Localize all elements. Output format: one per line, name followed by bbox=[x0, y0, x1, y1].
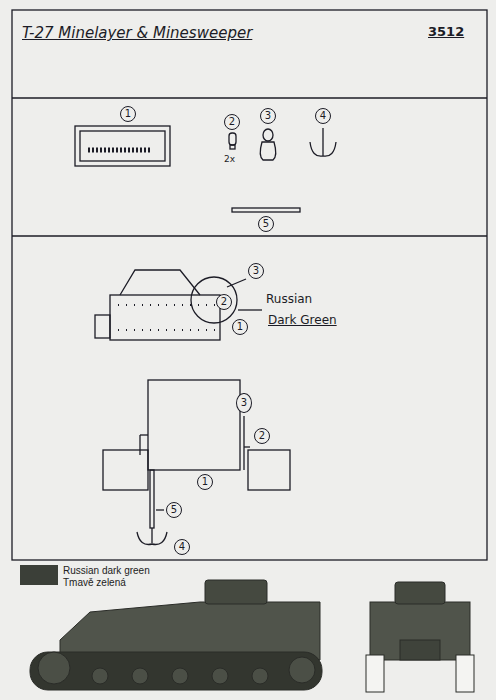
callout-circle: 5 bbox=[166, 502, 182, 518]
bracket-left bbox=[140, 434, 148, 435]
tank-hull-rear bbox=[370, 602, 470, 660]
sheet-title: T-27 Minelayer & Minesweeper bbox=[22, 24, 252, 42]
part-bucket-inner bbox=[80, 131, 165, 161]
sheet-frame bbox=[12, 10, 487, 560]
callout-number: 2 bbox=[259, 431, 265, 441]
legend-entry: Russian dark green Tmavě zelená bbox=[20, 565, 163, 588]
callout-circle: 1 bbox=[197, 474, 213, 490]
panel-divider bbox=[12, 97, 487, 98]
callout-circle: 2 bbox=[254, 428, 270, 444]
idler-wheel bbox=[289, 657, 315, 683]
callout-number: 2 bbox=[229, 117, 235, 127]
callout-circle: 3 bbox=[236, 393, 252, 414]
road-wheel bbox=[252, 668, 268, 684]
road-wheel bbox=[172, 668, 188, 684]
callout-number: 5 bbox=[263, 219, 269, 229]
callout-circle: 1 bbox=[120, 106, 136, 122]
bucket-top bbox=[148, 380, 240, 470]
rivet-row bbox=[118, 329, 215, 331]
paint-note: Russian bbox=[266, 292, 312, 306]
paint-note: Dark Green bbox=[268, 313, 337, 327]
kit-number: 3512 bbox=[428, 24, 464, 39]
leader-line bbox=[156, 509, 164, 510]
bracket-left bbox=[139, 435, 140, 455]
track-end bbox=[366, 655, 384, 692]
panel-divider bbox=[12, 235, 487, 236]
rear-plate bbox=[400, 640, 440, 660]
part-bucket bbox=[75, 126, 170, 166]
callout-number: 1 bbox=[237, 322, 243, 332]
tank-track bbox=[30, 652, 322, 690]
turret-side bbox=[120, 270, 200, 295]
part-pin-base bbox=[230, 145, 235, 149]
callout-number: 1 bbox=[125, 109, 131, 119]
part-anchor bbox=[310, 128, 336, 156]
callout-number: 1 bbox=[202, 477, 208, 487]
callout-circle: 2 bbox=[216, 294, 232, 310]
rivet-row bbox=[118, 304, 215, 306]
road-wheel bbox=[212, 668, 228, 684]
track-block-left bbox=[103, 450, 148, 490]
road-wheel bbox=[132, 668, 148, 684]
callout-circle: 4 bbox=[174, 539, 190, 555]
part-head bbox=[263, 129, 273, 141]
track-end bbox=[456, 655, 474, 692]
rod-top bbox=[150, 470, 154, 528]
drum-outline bbox=[191, 277, 237, 323]
part-rod bbox=[232, 208, 300, 212]
leader-line bbox=[227, 279, 246, 287]
callout-circle: 3 bbox=[248, 263, 264, 279]
callout-number: 3 bbox=[265, 111, 271, 121]
callout-circle: 3 bbox=[260, 108, 276, 124]
callout-circle: 5 bbox=[258, 216, 274, 232]
quantity-note: 2x bbox=[224, 154, 235, 164]
tank-turret-side bbox=[205, 580, 267, 604]
legend-text: Russian dark green Tmavě zelená bbox=[63, 565, 163, 588]
tank-hull-side bbox=[60, 602, 320, 660]
leader-line bbox=[238, 309, 262, 310]
callout-number: 4 bbox=[320, 111, 326, 121]
callout-circle: 4 bbox=[315, 108, 331, 124]
part-body bbox=[260, 142, 276, 160]
road-wheel bbox=[92, 668, 108, 684]
bracket-arm bbox=[244, 446, 250, 447]
anchor-top bbox=[137, 528, 167, 545]
part-teeth bbox=[88, 148, 150, 153]
callout-number: 5 bbox=[171, 505, 177, 515]
bracket-pole bbox=[243, 416, 244, 470]
callout-circle: 2 bbox=[224, 114, 240, 130]
hull-side bbox=[110, 295, 220, 340]
drive-sprocket bbox=[38, 652, 70, 684]
callout-circle: 1 bbox=[232, 319, 248, 335]
callout-number: 2 bbox=[221, 297, 227, 307]
hull-front bbox=[95, 315, 110, 338]
part-pin bbox=[229, 133, 236, 145]
callout-number: 3 bbox=[241, 398, 247, 408]
tank-turret-rear bbox=[395, 582, 445, 604]
callout-number: 3 bbox=[253, 266, 259, 276]
track-block-right bbox=[248, 450, 290, 490]
callout-number: 4 bbox=[179, 542, 185, 552]
color-swatch bbox=[20, 565, 58, 585]
